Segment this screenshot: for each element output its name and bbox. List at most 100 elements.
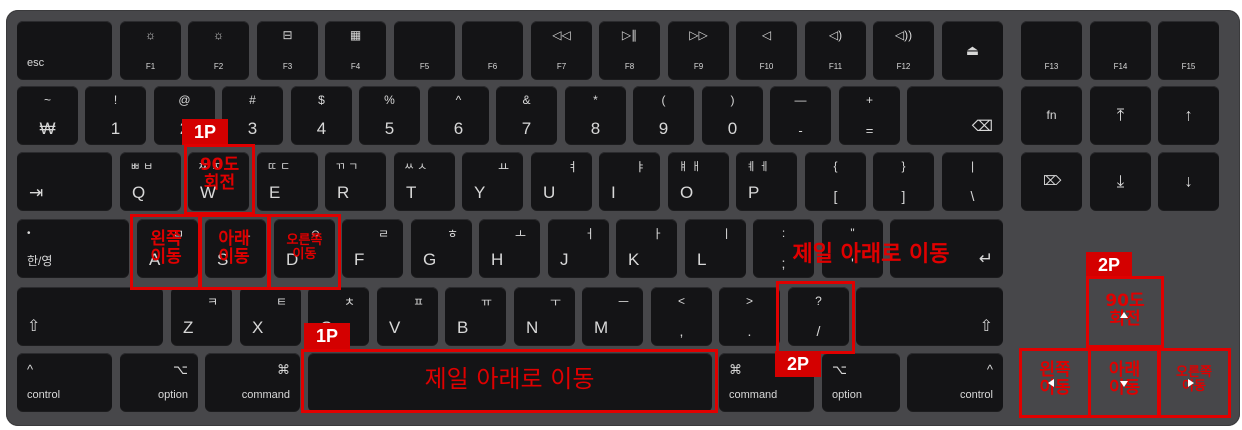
play-pause-icon: ▷∥ [621, 28, 638, 42]
key-x-han: ㅌ [275, 295, 287, 309]
key-0[interactable]: )0 [702, 86, 763, 144]
key-f2[interactable]: ☼F2 [188, 21, 249, 79]
key-space[interactable] [308, 353, 712, 411]
key-f1[interactable]: ☼F1 [120, 21, 181, 79]
key-semicolon[interactable]: :; [753, 219, 814, 277]
key-left-command[interactable]: ⌘command [205, 353, 300, 411]
key-m-han: ㅡ [617, 295, 629, 309]
key-left-option[interactable]: ⌥option [120, 353, 198, 411]
key-up[interactable]: ↑ [1158, 86, 1219, 144]
p1-rotate-highlight [184, 144, 255, 215]
key-right-bracket[interactable]: }] [873, 152, 934, 210]
key-q-latin: Q [132, 183, 146, 202]
key-7[interactable]: &7 [496, 86, 557, 144]
key-f11[interactable]: ◁)F11 [805, 21, 866, 79]
key-comma[interactable]: <, [651, 287, 712, 345]
key-1[interactable]: !1 [85, 86, 146, 144]
key-5[interactable]: %5 [359, 86, 420, 144]
key-f13[interactable]: F13 [1021, 21, 1082, 79]
key-period[interactable]: >. [719, 287, 780, 345]
key-left-shift[interactable]: ⇧ [17, 287, 163, 345]
key-return[interactable]: ↵ [890, 219, 1003, 277]
p1-drop-highlight [301, 349, 718, 413]
key-down[interactable]: ↓ [1158, 152, 1219, 210]
key-forward-delete[interactable]: ⌦ [1021, 152, 1082, 210]
key-f5[interactable]: F5 [394, 21, 455, 79]
key-8[interactable]: *8 [565, 86, 626, 144]
key-right-control[interactable]: ^control [907, 353, 1003, 411]
key-f7[interactable]: ◁◁F7 [531, 21, 592, 79]
key-0-top: ) [730, 93, 735, 107]
key-caps-lock[interactable]: •한/영 [17, 219, 129, 277]
key-backtick-top: ~ [43, 93, 51, 107]
key-left-control[interactable]: ^control [17, 353, 112, 411]
key-g-han: ㅎ [446, 227, 458, 241]
down-arrow-icon: ↓ [1184, 171, 1193, 191]
key-f3[interactable]: ⊟F3 [257, 21, 318, 79]
key-6[interactable]: ^6 [428, 86, 489, 144]
caps-lock-indicator: • [27, 228, 31, 239]
key-backtick[interactable]: ~₩ [17, 86, 78, 144]
key-right-option[interactable]: ⌥option [822, 353, 900, 411]
key-n-latin: N [526, 318, 539, 337]
key-backslash[interactable]: |\ [942, 152, 1003, 210]
key-f6[interactable]: F6 [462, 21, 523, 79]
key-equal[interactable]: += [839, 86, 900, 144]
key-1-top: ! [113, 93, 118, 107]
key-end[interactable]: ⤓ [1090, 152, 1151, 210]
key-tab[interactable]: ⇥ [17, 152, 112, 210]
key-e-han: ㄸ ㄷ [267, 161, 291, 173]
key-3[interactable]: #3 [222, 86, 283, 144]
key-9[interactable]: (9 [633, 86, 694, 144]
key-f15[interactable]: F15 [1158, 21, 1219, 79]
key-eject[interactable]: ⏏ [942, 21, 1003, 79]
key-j-latin: J [560, 250, 569, 269]
key-equal-bottom: = [865, 123, 874, 138]
key-minus[interactable]: —- [770, 86, 831, 144]
key-f8[interactable]: ▷∥F8 [599, 21, 660, 79]
key-b-han: ㅠ [480, 295, 492, 309]
key-4[interactable]: $4 [291, 86, 352, 144]
key-fn[interactable]: fn [1021, 86, 1082, 144]
key-esc[interactable]: esc [17, 21, 112, 79]
key-left-bracket[interactable]: {[ [805, 152, 866, 210]
key-f12[interactable]: ◁))F12 [873, 21, 934, 79]
key-f14[interactable]: F14 [1090, 21, 1151, 79]
key-delete[interactable]: ⌫ [907, 86, 1003, 144]
key-f9[interactable]: ▷▷F9 [668, 21, 729, 79]
p2-rotate-label: 90도 회전 [1105, 291, 1145, 329]
key-quote[interactable]: "' [822, 219, 883, 277]
key-r-han: ㄲ ㄱ [335, 161, 359, 173]
key-right-shift[interactable]: ⇧ [856, 287, 1003, 345]
key-home[interactable]: ⤒ [1090, 86, 1151, 144]
key-f4[interactable]: ▦F4 [325, 21, 386, 79]
key-f10[interactable]: ◁F10 [736, 21, 797, 79]
key-2-top: @ [178, 93, 191, 107]
key-slash[interactable]: ?/ [788, 287, 849, 345]
